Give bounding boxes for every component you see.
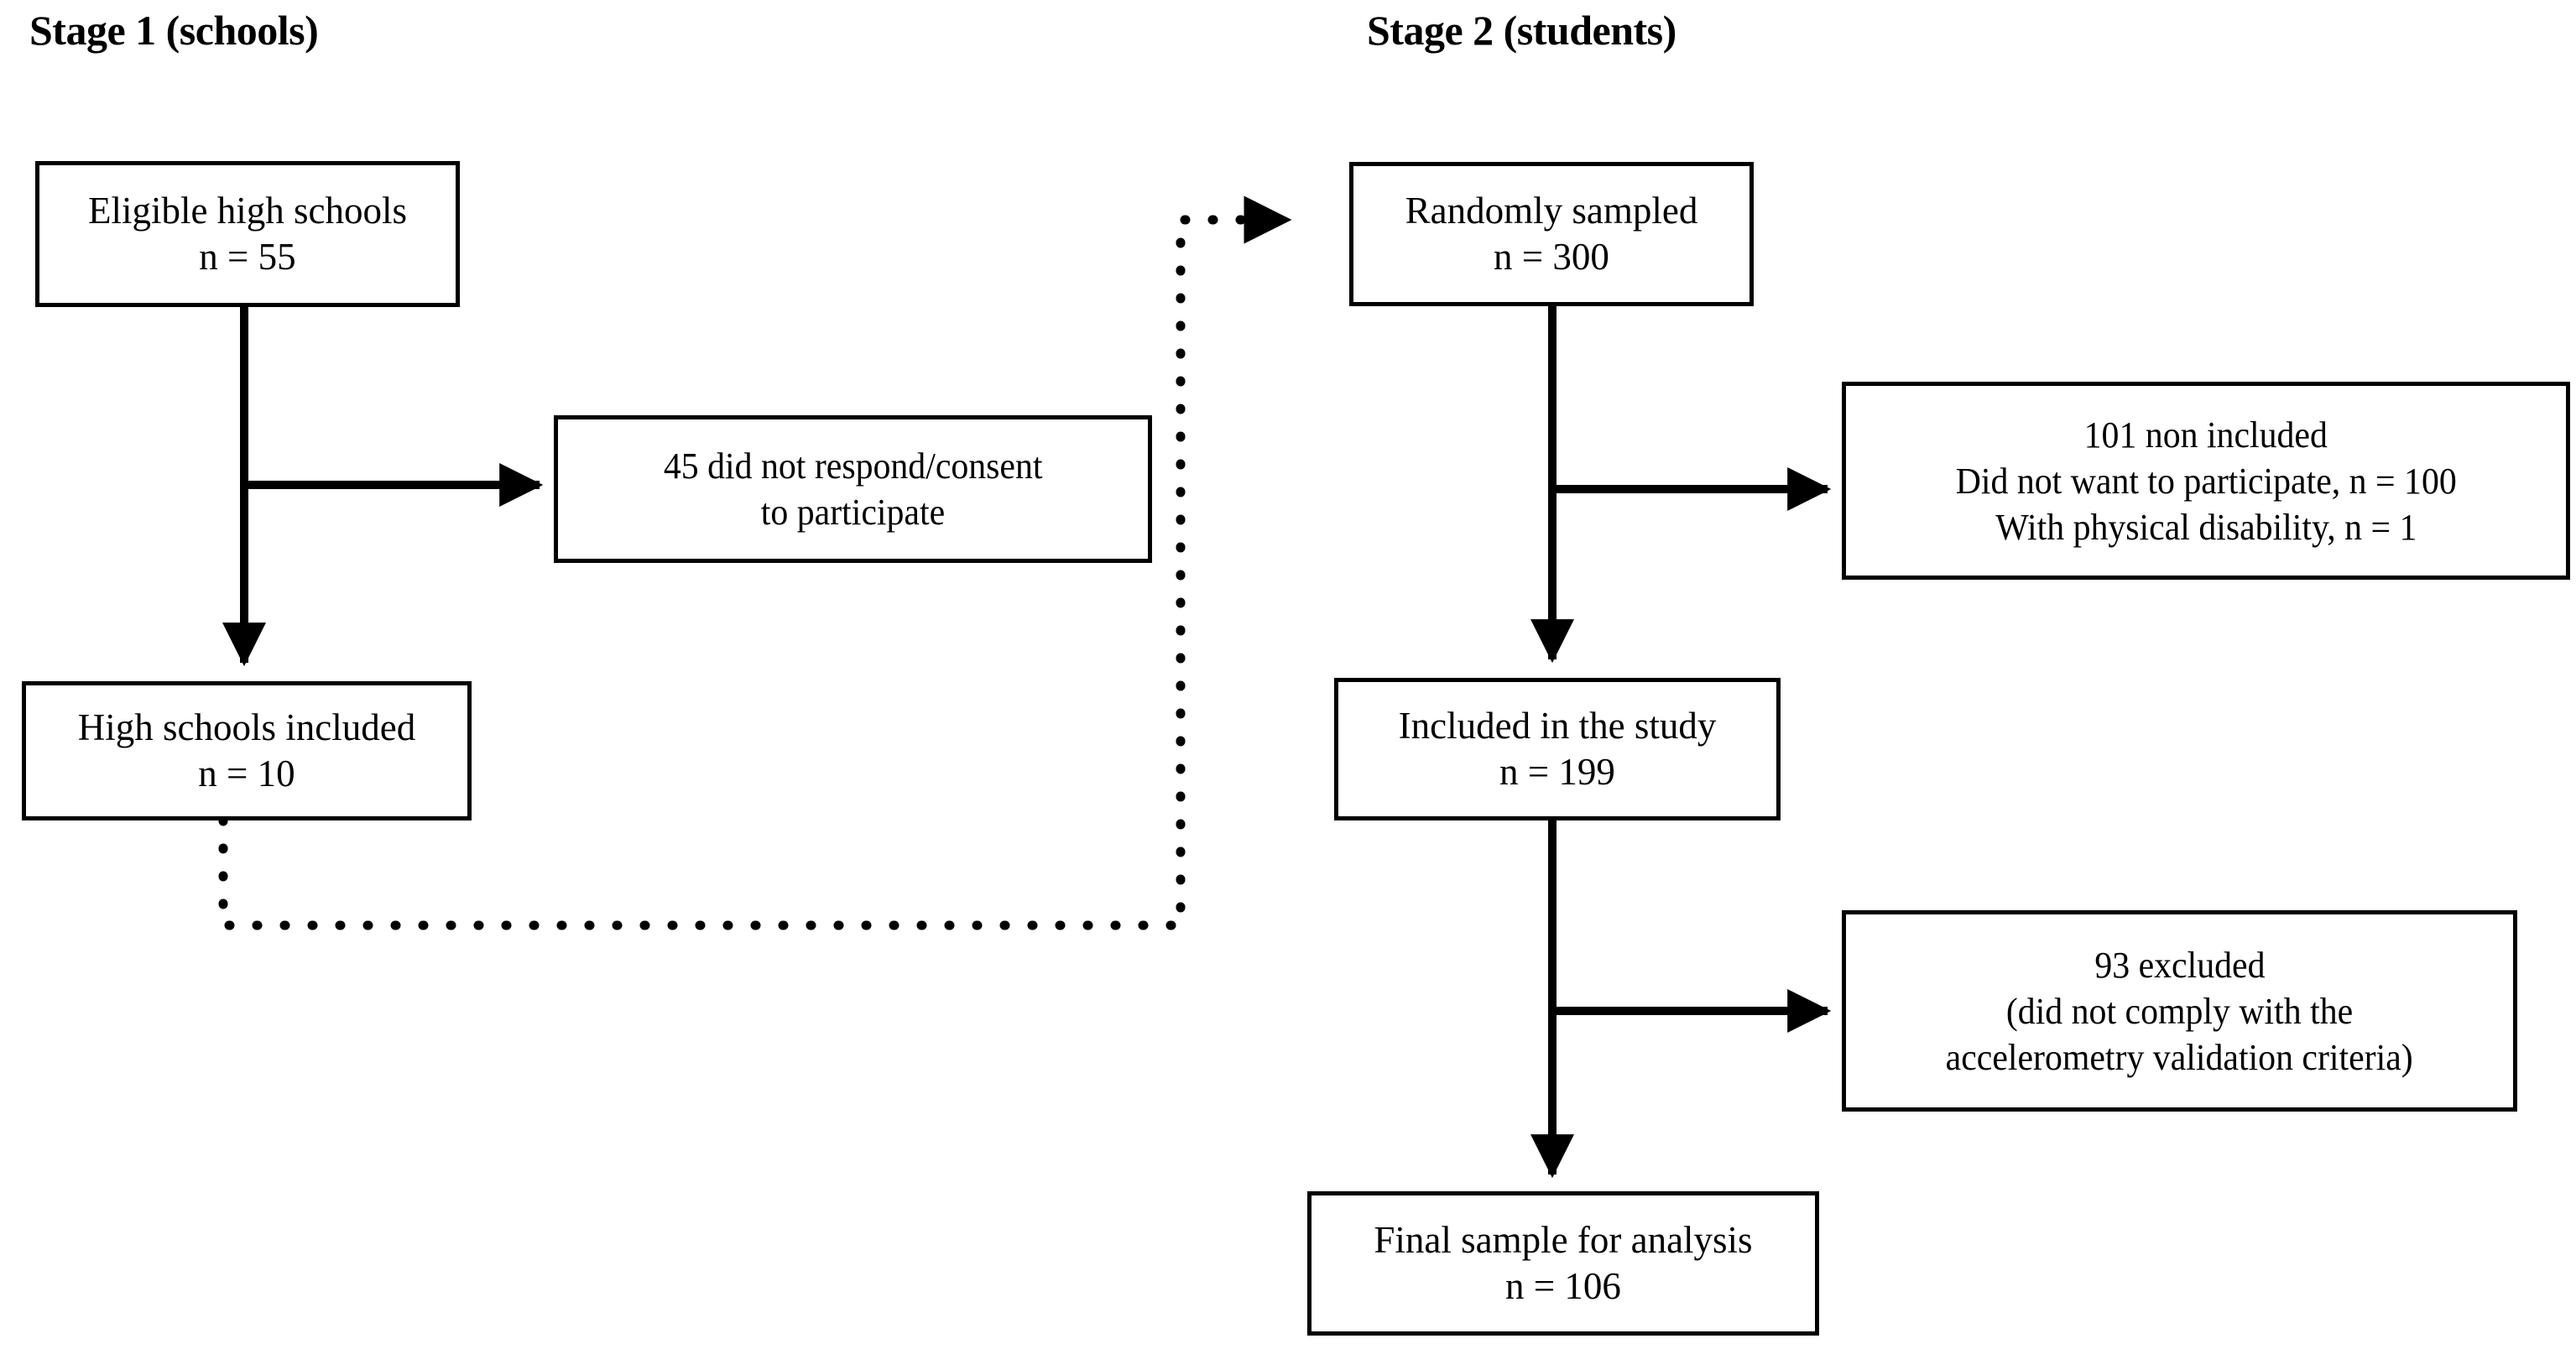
box-included-in-study-line-2: n = 199 [1499, 751, 1615, 793]
box-randomly-sampled[interactable]: Randomly sampled n = 300 [1349, 162, 1754, 306]
box-did-not-respond-line-1: 45 did not respond/consent [663, 445, 1043, 487]
box-high-schools-included-line-2: n = 10 [198, 753, 295, 794]
stage-2-title: Stage 2 (students) [1367, 7, 1676, 54]
box-non-included-line-1: 101 non included [2083, 414, 2328, 456]
box-excluded-line-3: accelerometry validation criteria) [1945, 1036, 2414, 1078]
box-included-in-study-line-1: Included in the study [1398, 705, 1717, 747]
box-randomly-sampled-line-1: Randomly sampled [1405, 190, 1698, 232]
box-eligible-line-2: n = 55 [199, 236, 296, 278]
box-high-schools-included-line-1: High schools included [77, 706, 416, 749]
box-eligible-line-1: Eligible high schools [88, 190, 407, 232]
box-final-sample-line-1: Final sample for analysis [1374, 1219, 1753, 1262]
box-non-included-line-3: With physical disability, n = 1 [1995, 506, 2417, 548]
box-non-included-line-2: Did not want to participate, n = 100 [1955, 460, 2457, 502]
box-eligible-high-schools[interactable]: Eligible high schools n = 55 [35, 161, 460, 307]
box-excluded-line-1: 93 excluded [2094, 944, 2266, 986]
box-non-included[interactable]: 101 non included Did not want to partici… [1842, 382, 2570, 580]
box-excluded-line-2: (did not comply with the [2005, 990, 2354, 1032]
stage-1-title: Stage 1 (schools) [29, 7, 319, 54]
box-did-not-respond-line-2: to participate [760, 492, 946, 533]
box-did-not-respond[interactable]: 45 did not respond/consent to participat… [554, 415, 1152, 563]
box-included-in-study[interactable]: Included in the study n = 199 [1334, 678, 1781, 820]
box-high-schools-included[interactable]: High schools included n = 10 [22, 681, 472, 820]
box-excluded[interactable]: 93 excluded (did not comply with the acc… [1842, 910, 2517, 1112]
box-final-sample[interactable]: Final sample for analysis n = 106 [1307, 1191, 1819, 1336]
box-randomly-sampled-line-2: n = 300 [1494, 236, 1609, 278]
box-final-sample-line-2: n = 106 [1505, 1265, 1621, 1307]
